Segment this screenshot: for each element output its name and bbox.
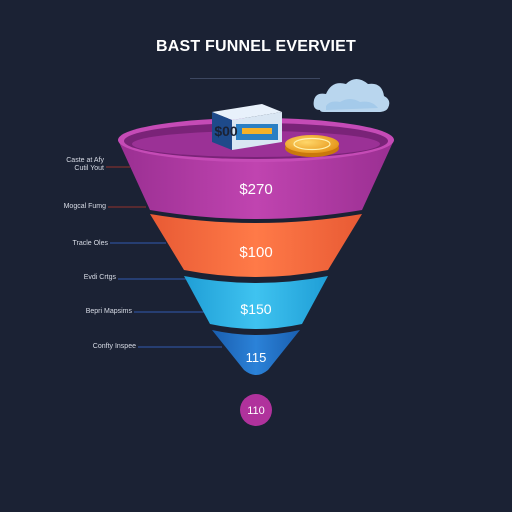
- title-divider: [190, 78, 320, 79]
- cloud-icon: [313, 79, 390, 112]
- diagram-title: BAST FUNNEL EVERVIET: [156, 38, 356, 55]
- stage-label-4: Evdi Crtgs: [83, 274, 116, 281]
- bottom-badge-value: 110: [247, 405, 265, 417]
- connector-lines: [106, 166, 222, 348]
- funnel-stage-4: [212, 330, 300, 375]
- funnel-stage-2: [150, 214, 362, 277]
- box-icon-text: $00: [214, 123, 238, 139]
- stage-label-6: Confty Inspee: [92, 343, 136, 350]
- coin-icon: [285, 135, 339, 157]
- stage-value-3: $150: [240, 301, 271, 317]
- bottom-badge: 110: [240, 394, 272, 426]
- stage-value-2: $100: [239, 244, 272, 261]
- stage-value-1: $270: [239, 181, 272, 198]
- stage-label-1-line2: Cutil Yout: [74, 165, 104, 172]
- stage-value-4: 115: [246, 350, 267, 365]
- product-box-icon: $00: [212, 104, 282, 150]
- stage-label-3: Tracle Oles: [72, 240, 108, 247]
- stage-label-2: Mogcal Fumg: [63, 203, 106, 210]
- stage-label-1-line1: Caste at Afy: [66, 157, 104, 164]
- stage-label-1: Caste at Afy Cutil Yout: [20, 157, 104, 173]
- stage-label-5: Bepri Mapsims: [85, 308, 132, 315]
- funnel-stage-3: [184, 276, 328, 329]
